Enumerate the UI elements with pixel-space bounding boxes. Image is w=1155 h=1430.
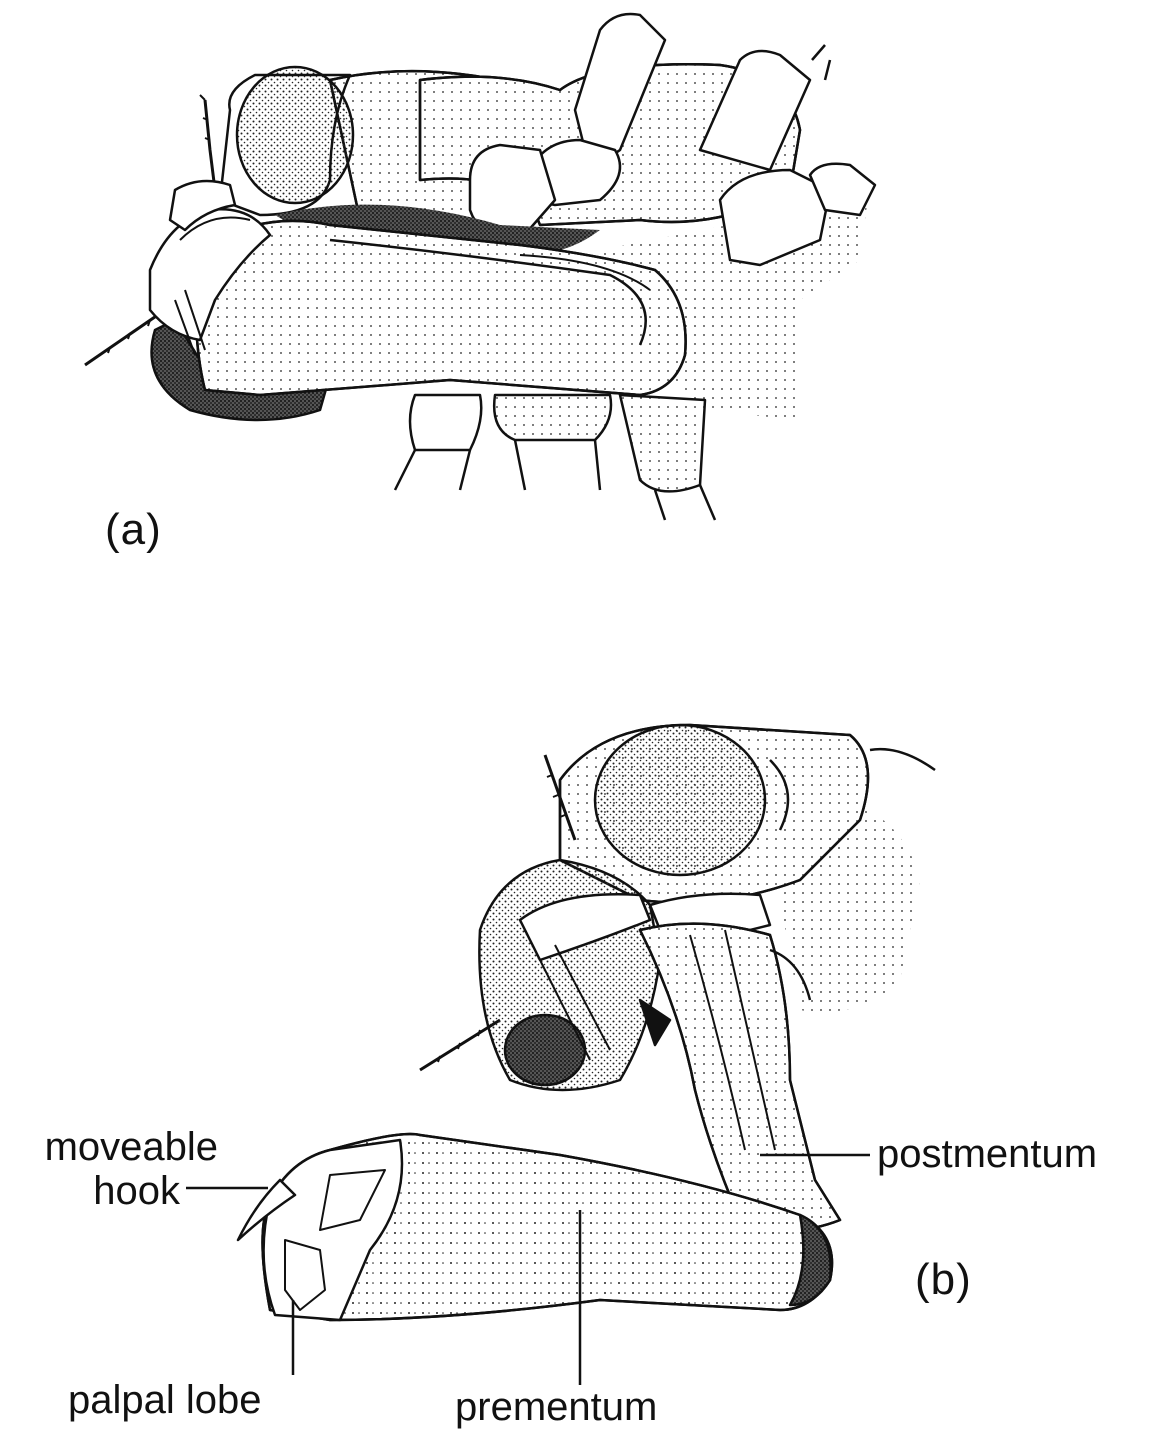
panel-label-a: (a) [105, 505, 162, 555]
leg [494, 395, 611, 440]
label-postmentum: postmentum [877, 1132, 1097, 1176]
compound-eye [237, 67, 353, 203]
panel-label-b: (b) [915, 1255, 972, 1305]
label-hook-line2: hook [10, 1169, 218, 1213]
compound-eye [595, 725, 765, 875]
panel-b-drawing [238, 725, 935, 1320]
label-palpal-lobe: palpal lobe [68, 1378, 262, 1422]
thorax-outline [870, 749, 935, 770]
label-moveable-line1: moveable [10, 1125, 218, 1169]
label-moveable-hook: moveable hook [10, 1125, 218, 1213]
leg [410, 395, 481, 450]
leg [620, 395, 705, 491]
panel-a-drawing [85, 14, 875, 520]
antenna [205, 100, 215, 190]
label-prementum: prementum [455, 1385, 657, 1429]
